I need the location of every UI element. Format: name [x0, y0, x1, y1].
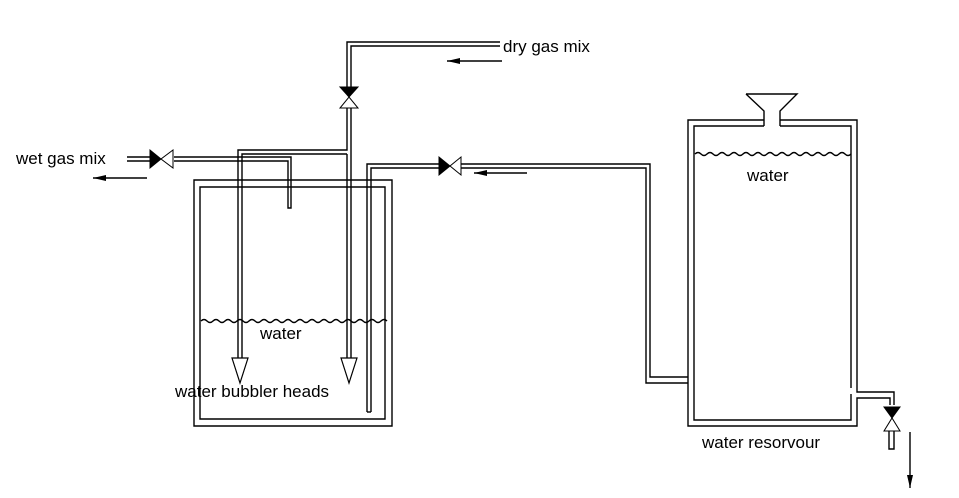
dry-gas-pipe: [346, 41, 500, 87]
bubbler-head-right: [340, 357, 358, 385]
dry-gas-header-pipe: [237, 108, 352, 358]
reservoir-label: water resorvour: [701, 433, 820, 452]
bubbler-water-surface: [200, 318, 388, 324]
water-feed-pipe: [366, 163, 688, 413]
bubbler-head-left: [231, 357, 249, 385]
wet-gas-label: wet gas mix: [15, 149, 106, 168]
bubbler-water-label: water: [259, 324, 302, 343]
water-reservoir: [687, 119, 895, 427]
wet-gas-valve[interactable]: [149, 148, 174, 170]
water-feed-valve[interactable]: [438, 155, 462, 177]
bubbler-vessel: [193, 179, 393, 427]
reservoir-funnel: [745, 93, 799, 126]
reservoir-water-label: water: [746, 166, 789, 185]
drain-flow-arrow: [907, 432, 913, 488]
drain-outlet-pipe: [888, 431, 895, 450]
wet-gas-pipe: [127, 156, 292, 209]
wet-gas-flow-arrow: [93, 175, 147, 181]
drain-valve[interactable]: [883, 406, 901, 432]
bubbler-heads-label: water bubbler heads: [174, 382, 329, 401]
reservoir-water-surface: [694, 151, 852, 157]
water-feed-flow-arrow: [474, 170, 527, 176]
dry-gas-label: dry gas mix: [503, 37, 590, 56]
dry-gas-valve[interactable]: [338, 86, 360, 109]
dry-gas-flow-arrow: [447, 58, 502, 64]
